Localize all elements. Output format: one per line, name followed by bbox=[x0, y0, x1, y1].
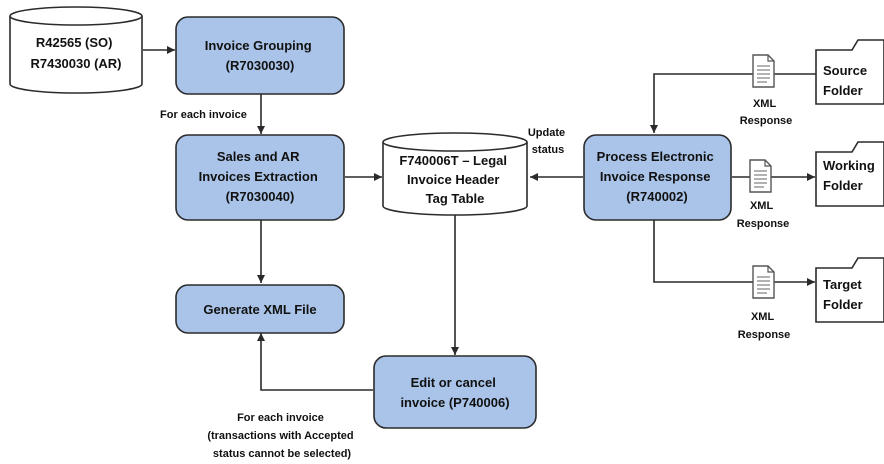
xml-response-target-line-2: Response bbox=[738, 329, 791, 341]
xml-response-target-line-1: XML bbox=[751, 311, 775, 323]
edge-process-to-target-folder bbox=[653, 220, 815, 286]
invoice-grouping-line-2: (R7030030) bbox=[226, 58, 295, 73]
extraction-line-1: Sales and AR bbox=[217, 149, 300, 164]
edit-cancel-line-2: invoice (P740006) bbox=[400, 395, 509, 410]
document-icon bbox=[749, 159, 772, 193]
source-programs-line-2: R7430030 (AR) bbox=[30, 56, 121, 71]
extraction-line-2: Invoices Extraction bbox=[199, 169, 318, 184]
process-response-line-2: Invoice Response bbox=[600, 169, 711, 184]
target-folder-line-1: Target bbox=[823, 277, 862, 292]
label-update-status-line-1: Update bbox=[528, 127, 565, 139]
invoice-grouping-line-1: Invoice Grouping bbox=[205, 38, 312, 53]
document-icon bbox=[752, 265, 775, 299]
table-line-1: F740006T – Legal bbox=[399, 153, 507, 168]
invoice-grouping-process: Invoice Grouping (R7030030) bbox=[175, 16, 345, 95]
label-xml-response-working: XML Response bbox=[737, 200, 790, 230]
svg-text:Source Folder: Source Folder bbox=[823, 63, 871, 98]
label-xml-response-target: XML Response bbox=[738, 311, 791, 341]
xml-response-working-line-1: XML bbox=[750, 200, 774, 212]
svg-text:Target Folder: Target Folder bbox=[823, 277, 865, 312]
svg-text:Invoice Grouping (R70300: Invoice Grouping (R7030030) bbox=[205, 38, 316, 73]
working-folder-line-2: Folder bbox=[823, 178, 863, 193]
label-for-each-invoice-bottom: For each invoice (transactions with Acce… bbox=[207, 412, 356, 460]
target-folder: Target Folder bbox=[815, 257, 884, 323]
label-update-status-line-2: status bbox=[532, 144, 564, 156]
table-line-2: Invoice Header bbox=[407, 172, 500, 187]
edit-cancel-process: Edit or cancel invoice (P740006) bbox=[373, 355, 537, 429]
label-for-each-invoice-top: For each invoice bbox=[160, 109, 247, 121]
svg-text:Edit or cancel invoice (: Edit or cancel invoice (P740006) bbox=[400, 375, 509, 410]
legal-invoice-table-cylinder: F740006T – Legal Invoice Header Tag Tabl… bbox=[382, 132, 528, 216]
edge-edit-to-generate bbox=[257, 333, 373, 391]
svg-text:R42565 (SO) R7430030 (A: R42565 (SO) R7430030 (AR) bbox=[30, 35, 121, 71]
for-each-invoice-bottom-line-1: For each invoice bbox=[237, 412, 324, 424]
xml-response-working-line-2: Response bbox=[737, 218, 790, 230]
edit-cancel-line-1: Edit or cancel bbox=[411, 375, 496, 390]
process-response-line-1: Process Electronic bbox=[597, 149, 714, 164]
source-programs-line-1: R42565 (SO) bbox=[36, 35, 113, 50]
for-each-invoice-bottom-line-2: (transactions with Accepted bbox=[207, 430, 353, 442]
xml-response-source-line-2: Response bbox=[740, 115, 793, 127]
generate-xml-line-1: Generate XML File bbox=[203, 302, 316, 317]
label-update-status: Update status bbox=[528, 127, 568, 156]
table-line-3: Tag Table bbox=[426, 191, 485, 206]
source-folder-line-2: Folder bbox=[823, 83, 863, 98]
svg-text:Working Folder: Working Folder bbox=[823, 158, 878, 193]
target-folder-line-2: Folder bbox=[823, 297, 863, 312]
sales-ar-extraction-process: Sales and AR Invoices Extraction (R70300… bbox=[175, 134, 345, 221]
source-folder-line-1: Source bbox=[823, 63, 867, 78]
working-folder: Working Folder bbox=[815, 141, 884, 207]
source-programs-cylinder: R42565 (SO) R7430030 (AR) bbox=[9, 6, 143, 94]
generate-xml-process: Generate XML File bbox=[175, 284, 345, 334]
extraction-line-3: (R7030040) bbox=[226, 189, 295, 204]
svg-text:Process Electronic Invoi: Process Electronic Invoice Response (R74… bbox=[597, 149, 718, 204]
svg-text:F740006T – Legal Invoice: F740006T – Legal Invoice Header Tag Tabl… bbox=[399, 153, 510, 206]
svg-text:Sales and AR Invoices Ex: Sales and AR Invoices Extraction (R70300… bbox=[199, 149, 322, 204]
document-icon bbox=[752, 54, 775, 88]
working-folder-line-1: Working bbox=[823, 158, 875, 173]
xml-response-source-line-1: XML bbox=[753, 98, 777, 110]
source-folder: Source Folder bbox=[815, 39, 884, 105]
svg-text:Generate XML File: Generate XML File bbox=[203, 302, 316, 317]
process-response-process: Process Electronic Invoice Response (R74… bbox=[583, 134, 732, 221]
for-each-invoice-bottom-line-3: status cannot be selected) bbox=[213, 448, 351, 460]
edge-source-folder-to-process bbox=[650, 73, 818, 133]
label-xml-response-source: XML Response bbox=[740, 98, 793, 127]
process-response-line-3: (R740002) bbox=[626, 189, 687, 204]
